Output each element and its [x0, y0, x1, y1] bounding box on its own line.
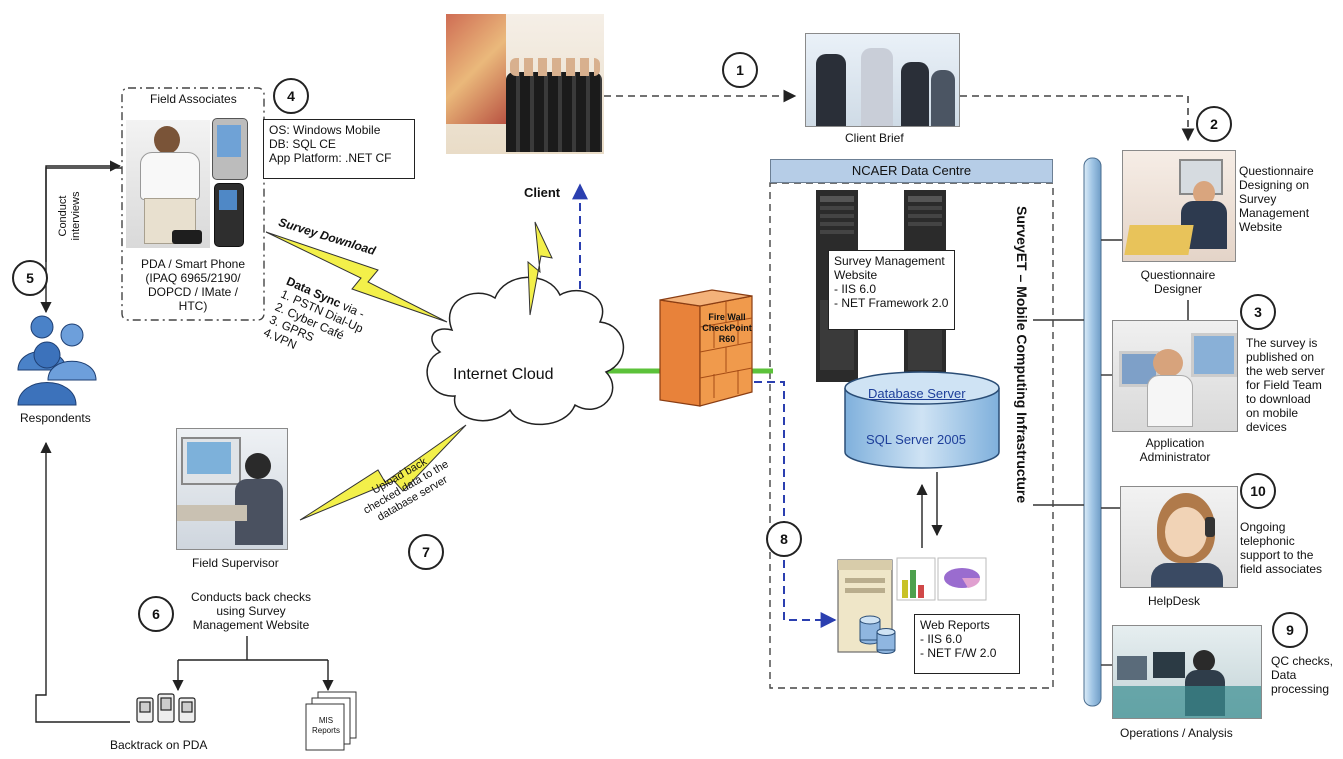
- server-icon: [837, 559, 896, 654]
- step-3: 3: [1240, 294, 1276, 330]
- respondents-label: Respondents: [20, 411, 91, 425]
- operations-desc: QC checks, Data processing: [1271, 654, 1334, 696]
- device-spec-os: OS: Windows Mobile: [269, 123, 381, 137]
- operations-photo: [1112, 625, 1262, 719]
- firewall-icon: [659, 289, 753, 407]
- client-brief-photo: [805, 33, 960, 127]
- field-supervisor-photo: [176, 428, 288, 550]
- database-server-label: Database Server: [868, 386, 966, 401]
- lightning-icon: [299, 424, 467, 521]
- internet-cloud-label: Internet Cloud: [453, 366, 554, 383]
- report-charts-icon: [896, 557, 987, 601]
- step-7: 7: [408, 534, 444, 570]
- helpdesk-photo: [1120, 486, 1238, 588]
- device-label: PDA / Smart Phone (IPAQ 6965/2190/ DOPCD…: [140, 257, 246, 313]
- client-brief-label: Client Brief: [845, 131, 904, 145]
- supervisor-tree: [172, 636, 334, 692]
- step-1: 1: [722, 52, 758, 88]
- device-spec-platform: App Platform: .NET CF: [269, 151, 392, 165]
- flow-cloud-to-webreports: [754, 381, 837, 628]
- step-4: 4: [273, 78, 309, 114]
- questionnaire-designer-label: Questionnaire Designer: [1140, 268, 1216, 296]
- helpdesk-desc: Ongoing telephonic support to the field …: [1240, 520, 1323, 576]
- operations-label: Operations / Analysis: [1120, 726, 1233, 740]
- people-icon: [17, 315, 97, 406]
- network-bus: [1083, 157, 1102, 707]
- bus-links: [1033, 239, 1122, 666]
- client-photo: [446, 14, 604, 154]
- admin-desc: The survey is published on the web serve…: [1246, 336, 1325, 434]
- client-label: Client: [524, 185, 561, 200]
- field-supervisor-label: Field Supervisor: [192, 556, 279, 570]
- step-5: 5: [12, 260, 48, 296]
- datacentre-header: NCAER Data Centre: [770, 159, 1053, 183]
- lightning-icon: [265, 231, 448, 323]
- conduct-interviews-label: Conduct interviews: [57, 191, 82, 241]
- infra-label: SurveyET – Mobile Computing Infrastructu…: [1014, 206, 1030, 504]
- firewall-label: Fire Wall CheckPoint R60: [702, 312, 752, 344]
- pda-icon: [136, 693, 196, 723]
- field-associates-title: Field Associates: [150, 92, 237, 106]
- database-icon: [844, 371, 1000, 469]
- questionnaire-designer-photo: [1122, 150, 1236, 262]
- admin-label: Application Administrator: [1139, 436, 1211, 464]
- flow-brief-to-designer: [960, 95, 1195, 142]
- device-specs-box: OS: Windows Mobile DB: SQL CE App Platfo…: [263, 119, 415, 179]
- device-spec-db: DB: SQL CE: [269, 137, 336, 151]
- step-9: 9: [1272, 612, 1308, 648]
- flow-backtrack-to-respondents: [35, 441, 130, 723]
- mis-reports-label: MIS Reports: [311, 716, 340, 735]
- step-8: 8: [766, 521, 802, 557]
- backtrack-label: Backtrack on PDA: [110, 738, 208, 752]
- questionnaire-desc: Questionnaire Designing on Survey Manage…: [1239, 164, 1314, 234]
- lightning-icon: [527, 221, 553, 316]
- mis-reports-icon: [305, 691, 357, 751]
- pda-device-photo: [212, 118, 248, 180]
- cloud-icon: [426, 276, 624, 426]
- smart-phone-photo: [214, 183, 244, 247]
- step-2: 2: [1196, 106, 1232, 142]
- survey-mgmt-box: Survey Management Website - IIS 6.0 - NE…: [828, 250, 955, 330]
- step-10: 10: [1240, 473, 1276, 509]
- application-administrator-photo: [1112, 320, 1238, 432]
- sql-server-label: SQL Server 2005: [866, 432, 966, 447]
- web-reports-box: Web Reports - IIS 6.0 - NET F/W 2.0: [914, 614, 1020, 674]
- field-associate-photo: [126, 120, 210, 248]
- step-6: 6: [138, 596, 174, 632]
- field-associates-boundary: [121, 87, 265, 321]
- field-supervisor-desc: Conducts back checks using Survey Manage…: [190, 590, 312, 632]
- helpdesk-label: HelpDesk: [1148, 594, 1201, 608]
- datacentre-boundary: [769, 182, 1054, 689]
